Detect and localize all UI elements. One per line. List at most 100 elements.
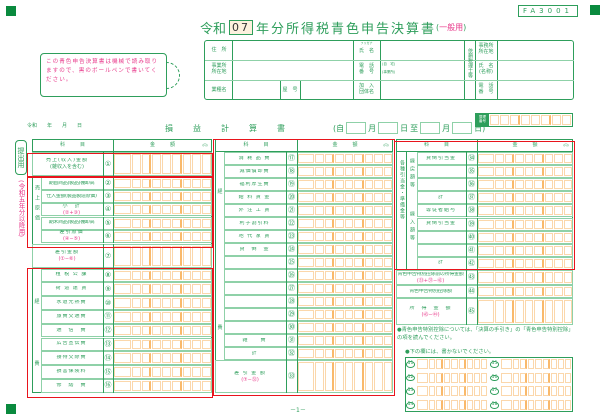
- input-field[interactable]: [497, 60, 574, 80]
- office-cell-number: 57: [490, 388, 499, 395]
- expenses-group-label: 経: [217, 189, 223, 195]
- amount-field[interactable]: [297, 192, 393, 203]
- subject-header: 科 目: [423, 142, 449, 148]
- input-field[interactable]: [232, 80, 280, 100]
- amount-field[interactable]: [113, 191, 212, 202]
- amount-field[interactable]: [500, 358, 572, 370]
- amount-field[interactable]: [477, 299, 573, 324]
- group-label: 加 入 団体名: [358, 83, 374, 95]
- date-input[interactable]: [452, 122, 473, 134]
- amount-field[interactable]: [477, 166, 573, 177]
- rule-line: [477, 152, 478, 165]
- date-input[interactable]: [420, 122, 441, 134]
- amount-field[interactable]: [113, 283, 212, 295]
- amount-field[interactable]: [416, 372, 488, 384]
- yen-label: (円): [563, 143, 569, 147]
- amount-field[interactable]: [297, 153, 393, 164]
- amount-field[interactable]: [297, 166, 393, 177]
- amount-field[interactable]: [477, 271, 573, 284]
- date-input[interactable]: [346, 122, 367, 134]
- amount-field[interactable]: [113, 380, 212, 392]
- amount-field[interactable]: [297, 257, 393, 268]
- input-field[interactable]: [412, 60, 464, 80]
- amount-field[interactable]: [477, 179, 573, 190]
- date-input[interactable]: [378, 122, 399, 134]
- amount-field[interactable]: [113, 311, 212, 323]
- input-field[interactable]: [300, 80, 353, 100]
- amount-field[interactable]: [297, 309, 393, 320]
- agent-label: 依頼税理士等: [467, 48, 473, 78]
- row-label: 青色申告特別控除額: [409, 288, 452, 294]
- amount-field[interactable]: [297, 348, 393, 359]
- amount-field[interactable]: [297, 270, 393, 281]
- amount-field[interactable]: [113, 352, 212, 364]
- rule-line: [113, 296, 114, 310]
- amount-field[interactable]: [113, 366, 212, 378]
- input-field[interactable]: [232, 60, 353, 80]
- rule-line: [297, 282, 298, 295]
- amount-field[interactable]: [477, 232, 573, 243]
- ref-number-field[interactable]: [489, 114, 572, 126]
- amount-field[interactable]: [297, 283, 393, 294]
- rule-line: [286, 347, 287, 360]
- rule-line: [466, 152, 467, 165]
- amount-field[interactable]: [113, 270, 212, 282]
- amount-field[interactable]: [297, 231, 393, 242]
- amount-field[interactable]: [477, 153, 573, 164]
- amount-field[interactable]: [113, 218, 212, 229]
- amount-field[interactable]: [113, 178, 212, 189]
- amount-field[interactable]: [297, 322, 393, 333]
- day-label: 日): [474, 123, 486, 133]
- amount-field[interactable]: [477, 245, 573, 256]
- amount-field[interactable]: [416, 385, 488, 397]
- business-label: 業種名: [211, 87, 227, 93]
- amount-field[interactable]: [297, 335, 393, 346]
- amount-field[interactable]: [500, 372, 572, 384]
- amount-field[interactable]: [297, 244, 393, 255]
- title-year: 07: [229, 20, 254, 35]
- amount-field[interactable]: [500, 385, 572, 397]
- amount-field[interactable]: [297, 205, 393, 216]
- amount-field[interactable]: [477, 205, 573, 216]
- amount-field[interactable]: [113, 231, 212, 242]
- input-field[interactable]: [497, 80, 574, 100]
- reserves-group-label: 各種引当金・準備金等: [399, 160, 405, 220]
- rule-line: [103, 309, 104, 324]
- amount-field[interactable]: [477, 258, 573, 269]
- amount-field[interactable]: [297, 296, 393, 307]
- amount-field[interactable]: [297, 179, 393, 190]
- row-number: ⑲: [288, 180, 295, 188]
- amount-field[interactable]: [113, 339, 212, 351]
- amount-field[interactable]: [297, 361, 393, 392]
- amount-field[interactable]: [113, 245, 212, 267]
- table-row: [41, 282, 212, 297]
- amount-field[interactable]: [113, 153, 212, 175]
- amount-field[interactable]: [297, 218, 393, 229]
- row-number: ㉑: [288, 206, 295, 214]
- rule-line: [466, 285, 467, 298]
- amount-field[interactable]: [477, 219, 573, 230]
- amount-field[interactable]: [500, 399, 572, 411]
- amount-field[interactable]: [113, 204, 212, 215]
- amount-field[interactable]: [113, 297, 212, 309]
- expenses-group-label: 費: [217, 325, 223, 331]
- amount-field[interactable]: [477, 286, 573, 297]
- submit-label: 提出用: [15, 140, 27, 175]
- table-row: [224, 282, 393, 295]
- amount-field[interactable]: [416, 358, 488, 370]
- agent-name-label: 氏 名 (名称): [478, 63, 494, 75]
- input-field[interactable]: [380, 40, 464, 60]
- row-number: ⑭: [104, 353, 112, 362]
- table-row: [224, 256, 393, 269]
- amount-field[interactable]: [416, 399, 488, 411]
- rule-line: [286, 360, 287, 393]
- amount-field[interactable]: [477, 192, 573, 203]
- table-row: [224, 178, 393, 191]
- input-field[interactable]: [232, 40, 353, 60]
- row-number: ㉙: [288, 310, 295, 318]
- title-kind: 一般用: [439, 23, 464, 32]
- row-label: 接待交際費: [56, 355, 87, 361]
- amount-field[interactable]: [113, 325, 212, 337]
- input-field[interactable]: [380, 80, 464, 100]
- input-field[interactable]: [497, 40, 574, 60]
